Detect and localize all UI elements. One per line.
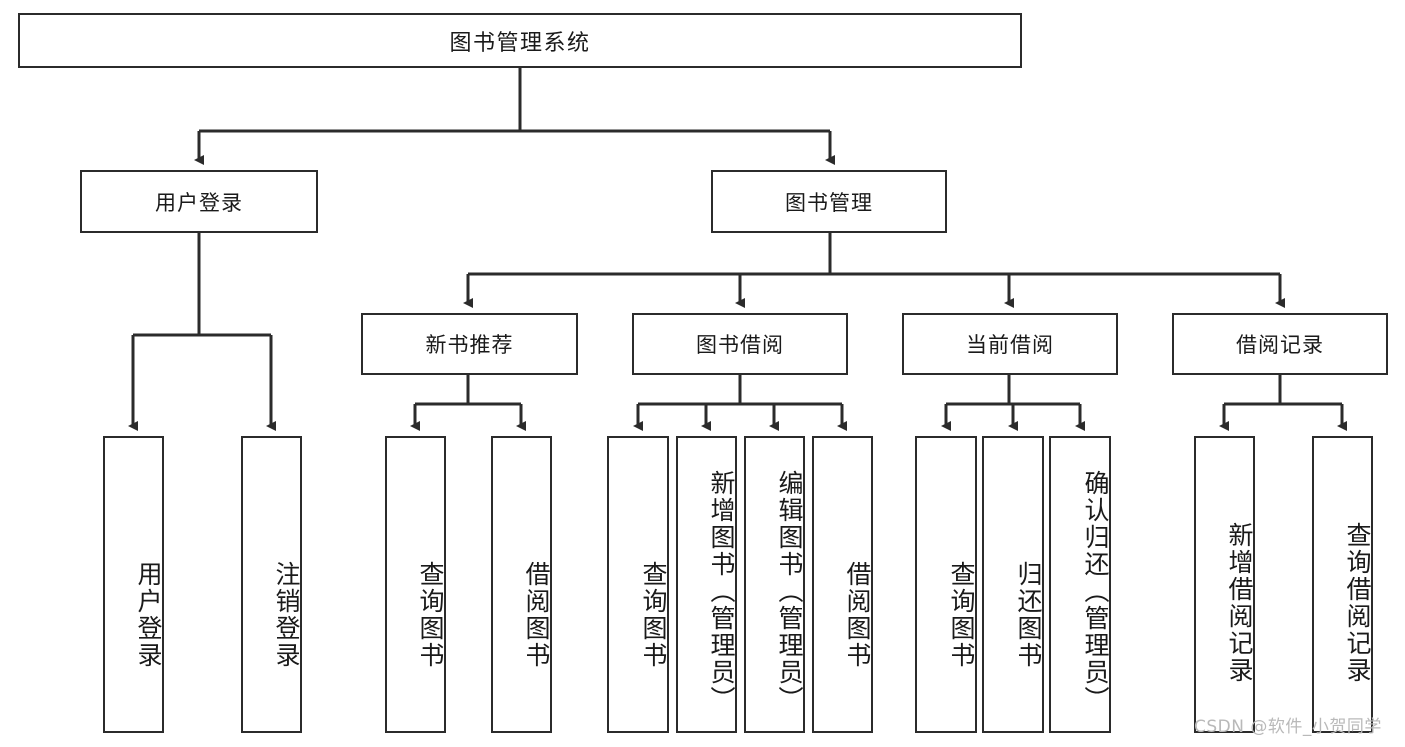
node-label: 新增借阅记录 [1225,521,1254,684]
node-label: 新增图书（管理员） [707,470,736,713]
node-borrow-record[interactable]: 借阅记录 [1172,313,1388,375]
node-current-borrow[interactable]: 当前借阅 [902,313,1118,375]
node-label: 图书管理 [785,190,873,215]
node-label: 归还图书 [1014,560,1043,669]
node-label: 编辑图书（管理员） [775,470,804,713]
node-label: 查询图书 [639,560,668,669]
node-root-book-management-system[interactable]: 图书管理系统 [18,13,1022,68]
node-user-login[interactable]: 用户登录 [80,170,318,233]
node-new-book-recommend[interactable]: 新书推荐 [361,313,578,375]
node-leaf-add-book-admin[interactable]: 新增图书（管理员） [676,436,737,733]
node-label: 查询图书 [416,560,445,669]
node-label: 借阅图书 [522,560,551,669]
node-leaf-query-book-current[interactable]: 查询图书 [915,436,977,733]
node-leaf-query-book-recommend[interactable]: 查询图书 [385,436,446,733]
node-label: 查询借阅记录 [1343,521,1372,684]
node-leaf-add-borrow-record[interactable]: 新增借阅记录 [1194,436,1255,733]
node-book-management[interactable]: 图书管理 [711,170,947,233]
node-label: 图书管理系统 [449,30,591,56]
node-label: 确认归还（管理员） [1081,470,1110,713]
node-leaf-confirm-return-admin[interactable]: 确认归还（管理员） [1049,436,1111,733]
node-label: 图书借阅 [696,333,784,357]
node-leaf-user-login[interactable]: 用户登录 [103,436,164,733]
node-leaf-borrow-book-recommend[interactable]: 借阅图书 [491,436,552,733]
node-leaf-edit-book-admin[interactable]: 编辑图书（管理员） [744,436,805,733]
node-leaf-borrow-book[interactable]: 借阅图书 [812,436,873,733]
node-label: 借阅图书 [843,560,872,669]
node-label: 当前借阅 [966,333,1054,357]
node-label: 借阅记录 [1236,333,1324,357]
node-leaf-return-book[interactable]: 归还图书 [982,436,1044,733]
node-label: 查询图书 [947,560,976,669]
node-label: 用户登录 [155,190,243,215]
node-leaf-query-borrow-record[interactable]: 查询借阅记录 [1312,436,1373,733]
node-book-borrow[interactable]: 图书借阅 [632,313,848,375]
watermark: CSDN @软件_小贺同学 [1194,717,1382,737]
node-label: 用户登录 [134,560,163,669]
node-label: 新书推荐 [425,333,514,357]
node-label: 注销登录 [272,560,301,669]
node-leaf-logout[interactable]: 注销登录 [241,436,302,733]
node-leaf-query-book-borrow[interactable]: 查询图书 [607,436,669,733]
